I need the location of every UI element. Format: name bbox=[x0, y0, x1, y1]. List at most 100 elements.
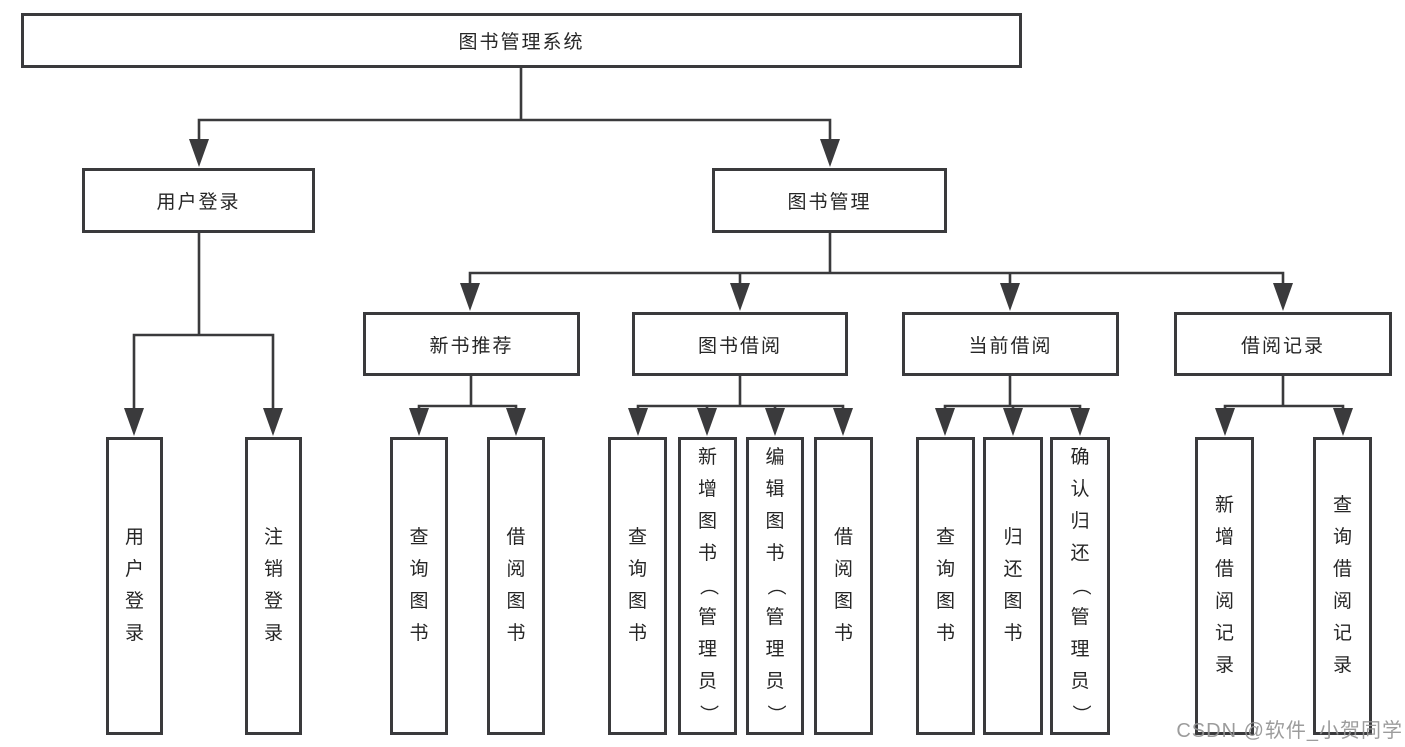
vertical-label-char: 图 bbox=[833, 591, 853, 612]
arrow-down-icon bbox=[765, 408, 785, 436]
leaf-add-books-admin: 新增图书（管理员） bbox=[678, 437, 737, 735]
vertical-label-char: 登 bbox=[124, 591, 144, 612]
vertical-label-char: 书 bbox=[833, 623, 853, 644]
connector-borrow-to-leaves bbox=[636, 376, 845, 414]
vertical-label-char: 理 bbox=[765, 639, 785, 660]
node-root-library-system: 图书管理系统 bbox=[21, 13, 1022, 68]
arrow-down-icon bbox=[697, 408, 717, 436]
vertical-label-char: 图 bbox=[409, 591, 429, 612]
node-label: 借阅记录 bbox=[1240, 335, 1325, 357]
vertical-label-char: 辑 bbox=[765, 479, 785, 500]
vertical-label-char: ） bbox=[765, 704, 786, 724]
leaf-query-books-recommend: 查询图书 bbox=[390, 437, 448, 735]
vertical-label-char: 图 bbox=[627, 591, 647, 612]
node-book-management: 图书管理 bbox=[712, 168, 947, 233]
connector-records-to-leaves bbox=[1223, 376, 1345, 414]
leaf-query-borrow-record: 查询借阅记录 bbox=[1313, 437, 1372, 735]
vertical-label-char: 录 bbox=[1214, 655, 1234, 676]
vertical-label-char: 归 bbox=[1070, 511, 1090, 532]
vertical-label-char: 书 bbox=[409, 623, 429, 644]
vertical-label-char: 查 bbox=[409, 527, 429, 548]
vertical-label-char: 记 bbox=[1214, 623, 1234, 644]
arrow-down-icon bbox=[1000, 283, 1020, 311]
arrow-down-icon bbox=[628, 408, 648, 436]
arrow-down-icon bbox=[506, 408, 526, 436]
vertical-label-char: 书 bbox=[627, 623, 647, 644]
vertical-label-char: 书 bbox=[765, 543, 785, 564]
vertical-label-char: 借 bbox=[833, 527, 853, 548]
vertical-label-char: 理 bbox=[697, 639, 717, 660]
vertical-label-char: 新 bbox=[697, 447, 717, 468]
node-label: 图书借阅 bbox=[697, 335, 782, 357]
arrow-down-icon bbox=[1070, 408, 1090, 436]
connector-current-to-leaves bbox=[943, 376, 1082, 414]
vertical-label-char: 新 bbox=[1214, 495, 1234, 516]
vertical-label-char: 归 bbox=[1003, 527, 1023, 548]
vertical-label-char: 图 bbox=[935, 591, 955, 612]
node-book-borrowing: 图书借阅 bbox=[632, 312, 848, 376]
arrow-down-icon bbox=[820, 139, 840, 167]
vertical-label-char: 借 bbox=[1214, 559, 1234, 580]
vertical-label-char: （ bbox=[697, 576, 719, 596]
vertical-label-char: 记 bbox=[1332, 623, 1352, 644]
vertical-label-char: 图 bbox=[1003, 591, 1023, 612]
node-user-login: 用户登录 bbox=[82, 168, 315, 233]
node-label: 当前借阅 bbox=[968, 335, 1053, 357]
vertical-label-char: 阅 bbox=[1214, 591, 1234, 612]
node-borrowing-records: 借阅记录 bbox=[1174, 312, 1392, 376]
vertical-label-char: 书 bbox=[506, 623, 526, 644]
node-label: 图书管理 bbox=[787, 192, 872, 213]
vertical-label-char: 理 bbox=[1070, 639, 1090, 660]
leaf-logout: 注销登录 bbox=[245, 437, 302, 735]
node-new-book-recommend: 新书推荐 bbox=[363, 312, 580, 376]
vertical-label-char: 还 bbox=[1003, 559, 1023, 580]
vertical-label-char: ） bbox=[1070, 704, 1091, 724]
node-current-borrowing: 当前借阅 bbox=[902, 312, 1119, 376]
vertical-label-char: 编 bbox=[765, 447, 785, 468]
vertical-label-char: 录 bbox=[263, 623, 283, 644]
connector-userlogin-to-leaves bbox=[132, 233, 275, 414]
vertical-label-char: 员 bbox=[765, 671, 785, 692]
leaf-user-login: 用户登录 bbox=[106, 437, 163, 735]
vertical-label-char: 借 bbox=[1332, 559, 1352, 580]
vertical-label-char: 员 bbox=[697, 671, 717, 692]
arrow-down-icon bbox=[833, 408, 853, 436]
connector-newbook-to-leaves bbox=[417, 376, 518, 414]
vertical-label-char: 户 bbox=[124, 559, 144, 580]
vertical-label-char: 书 bbox=[935, 623, 955, 644]
vertical-label-char: 询 bbox=[627, 559, 647, 580]
vertical-label-char: 查 bbox=[627, 527, 647, 548]
vertical-label-char: 查 bbox=[1332, 495, 1352, 516]
node-label: 图书管理系统 bbox=[458, 32, 585, 53]
leaf-edit-books-admin: 编辑图书 （ 管理员 ） bbox=[746, 437, 804, 735]
vertical-label-char: 图 bbox=[697, 511, 717, 532]
vertical-label-char: （ bbox=[765, 576, 786, 596]
leaf-return-books: 归还图书 bbox=[983, 437, 1043, 735]
arrow-down-icon bbox=[124, 408, 144, 436]
arrow-down-icon bbox=[189, 139, 209, 167]
vertical-label-char: 管 bbox=[765, 607, 785, 628]
vertical-label-char: 询 bbox=[935, 559, 955, 580]
vertical-label-char: 阅 bbox=[506, 559, 526, 580]
arrow-down-icon bbox=[1215, 408, 1235, 436]
vertical-label-char: 询 bbox=[1332, 527, 1352, 548]
connector-root-to-level2 bbox=[197, 68, 832, 146]
leaf-add-borrow-record: 新增借阅记录 bbox=[1195, 437, 1254, 735]
vertical-label-char: 图 bbox=[506, 591, 526, 612]
vertical-label-char: 阅 bbox=[1332, 591, 1352, 612]
vertical-label-char: ） bbox=[697, 704, 719, 724]
vertical-label-char: 图 bbox=[765, 511, 785, 532]
leaf-borrow-books: 借阅图书 bbox=[814, 437, 873, 735]
vertical-label-char: 录 bbox=[124, 623, 144, 644]
vertical-label-char: 借 bbox=[506, 527, 526, 548]
vertical-label-char: （ bbox=[1070, 576, 1091, 596]
vertical-label-char: 书 bbox=[1003, 623, 1023, 644]
vertical-label-char: 询 bbox=[409, 559, 429, 580]
vertical-label-char: 销 bbox=[263, 559, 283, 580]
vertical-label-char: 登 bbox=[263, 591, 283, 612]
vertical-label-char: 管 bbox=[1070, 607, 1090, 628]
node-label: 新书推荐 bbox=[429, 335, 514, 357]
leaf-borrow-books-recommend: 借阅图书 bbox=[487, 437, 545, 735]
vertical-label-char: 注 bbox=[263, 527, 283, 548]
